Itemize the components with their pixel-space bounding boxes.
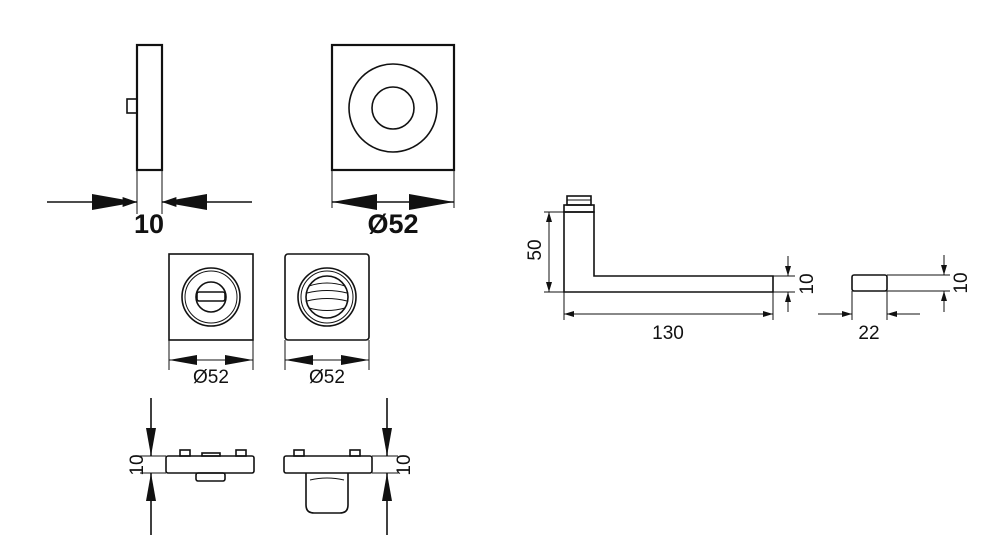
wc-release-side-view: 10	[283, 398, 415, 535]
handle-end-section: 10 22	[818, 255, 972, 344]
wc-turn-outer-ring	[181, 267, 241, 327]
dimension-label-handle-length: 130	[652, 323, 684, 344]
lever-handle-view: 50 130 10	[525, 195, 818, 344]
dimension-label-wc-release-diameter: Ø52	[309, 367, 345, 388]
dimension-label-rose-thickness: 10	[134, 209, 164, 239]
dimension-label-wc-release-thickness: 10	[394, 454, 415, 475]
thumb-turn-knob	[196, 291, 226, 302]
handle-end-profile	[851, 274, 888, 292]
wc-release-side-knob	[305, 473, 349, 514]
wc-turn-side-view: 10	[127, 398, 255, 535]
wc-turn-square	[168, 253, 254, 341]
rose-front-view: Ø52	[330, 43, 456, 239]
wc-turn-rose-front: Ø52	[168, 253, 254, 388]
dimension-label-rose-diameter: Ø52	[367, 209, 418, 239]
dimension-label-wc-turn-thickness: 10	[127, 454, 148, 475]
handle-lever-body	[563, 211, 774, 293]
wc-release-rose-front: Ø52	[284, 253, 370, 388]
handle-collar	[563, 204, 595, 213]
wc-turn-side-body	[165, 455, 255, 474]
rose-side-spindle	[126, 98, 138, 114]
wc-release-outer-ring	[297, 267, 357, 327]
rose-side-body	[135, 43, 164, 172]
dimension-label-handle-height: 50	[525, 239, 546, 260]
wc-turn-side-knob	[195, 472, 226, 482]
dimension-label-handle-end-width: 22	[858, 323, 879, 344]
rose-front-square	[330, 43, 456, 172]
dimension-label-wc-turn-diameter: Ø52	[193, 367, 229, 388]
rose-side-view: 10	[47, 43, 252, 239]
dimension-label-handle-bar-thickness: 10	[797, 273, 818, 294]
rose-outer-ring	[348, 63, 438, 153]
rose-inner-ring	[371, 86, 415, 130]
dimension-label-handle-end-thickness: 10	[951, 272, 972, 293]
wc-release-side-body	[283, 455, 373, 474]
wc-release-square	[284, 253, 370, 341]
